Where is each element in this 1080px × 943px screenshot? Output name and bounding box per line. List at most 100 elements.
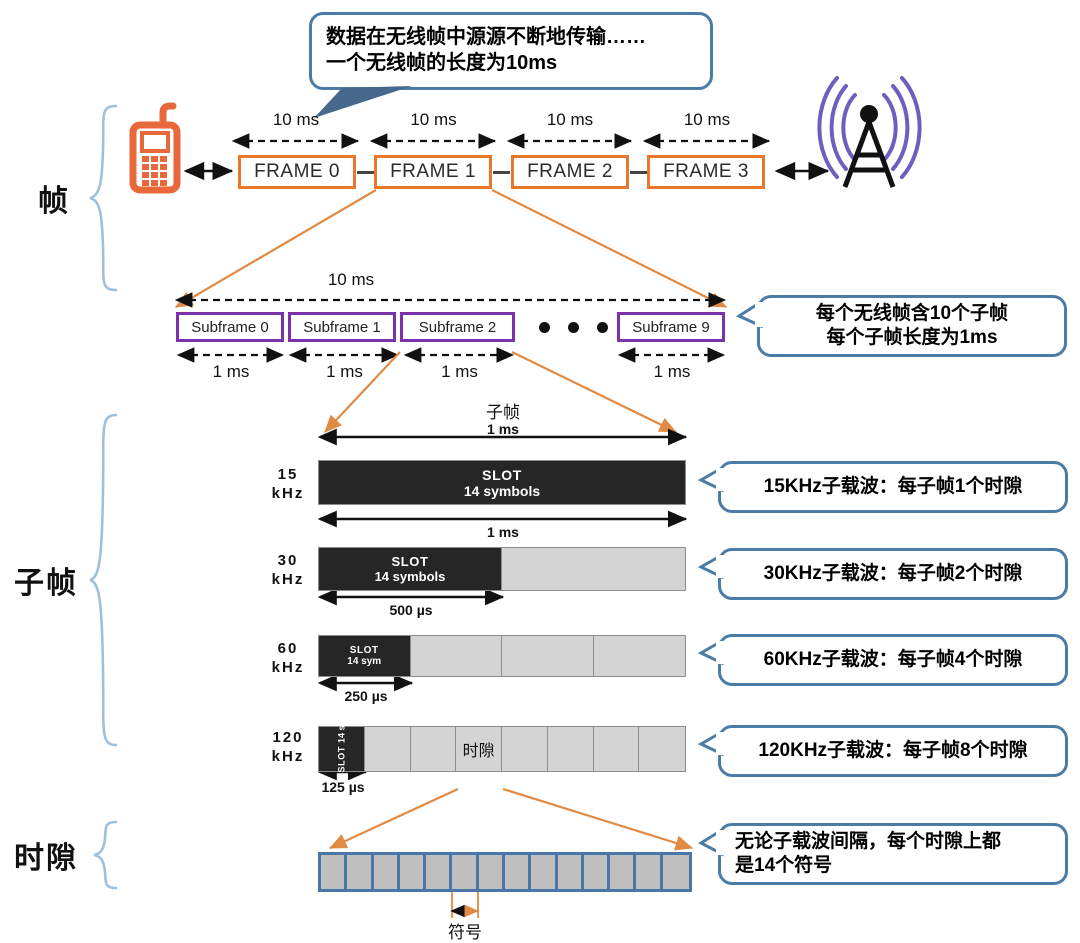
symbol-cell[interactable] [584, 855, 611, 889]
subframe-box-0[interactable]: Subframe 0 [176, 312, 284, 342]
subframe-box-9[interactable]: Subframe 9 [617, 312, 725, 342]
symbol-strip[interactable] [318, 852, 692, 892]
frame-link-0-1 [357, 171, 374, 174]
ellipsis-dot-3 [597, 322, 608, 333]
symbol-cell[interactable] [321, 855, 348, 889]
symbol-cell[interactable] [400, 855, 427, 889]
slot-cell-30khz-0[interactable]: SLOT 14 symbols [319, 548, 502, 590]
frame-box-3[interactable]: FRAME 3 [647, 155, 765, 189]
slot-cell-120khz-0[interactable]: SLOT 14 s [319, 725, 365, 772]
slot-cell-60khz-2[interactable] [502, 636, 594, 676]
slot-measure-30khz: 500 µs [389, 602, 433, 618]
symbol-cell[interactable] [558, 855, 584, 889]
frame-link-1-2 [493, 171, 510, 174]
scs-unit-120: kHz [271, 747, 305, 765]
symbol-label: 符号 [448, 923, 482, 942]
ellipsis-dot-1 [539, 322, 550, 333]
frame-duration-2: 10 ms [546, 110, 594, 129]
slot-row-120khz[interactable]: SLOT 14 s 时隙 [318, 726, 686, 772]
slot-highlight-label: 时隙 [462, 743, 495, 760]
symbol-cell[interactable] [479, 855, 505, 889]
frame-duration-1: 10 ms [410, 110, 457, 129]
subframe-duration-2: 1 ms [441, 362, 478, 381]
slot-cell-15khz-0[interactable]: SLOT 14 symbols [319, 461, 685, 504]
subframe-box-1[interactable]: Subframe 1 [288, 312, 396, 342]
slot-title-15: SLOT [482, 466, 522, 483]
slot-measure-120khz: 125 µs [321, 779, 365, 795]
callout-frame-line1: 数据在无线帧中源源不断地传输…… [326, 26, 646, 49]
callout-scs-30khz-text: 30KHz子载波：每子帧2个时隙 [763, 562, 1023, 584]
scs-value-60: 60 [277, 640, 299, 657]
callout-scs-60khz: 60KHz子载波：每子帧4个时隙 [718, 634, 1068, 686]
symbol-cell[interactable] [347, 855, 374, 889]
frame-duration-3: 10 ms [683, 110, 731, 129]
callout-symbol-description: 无论子载波间隔，每个时隙上都 是14个符号 [718, 823, 1068, 885]
callout-symbol-line1: 无论子载波间隔，每个时隙上都 [735, 830, 1002, 852]
symbol-cell[interactable] [374, 855, 400, 889]
subframe-section-duration: 1 ms [487, 421, 519, 437]
slot-cell-120khz-2[interactable] [411, 727, 457, 771]
symbol-cell[interactable] [452, 855, 479, 889]
slot-cell-120khz-4[interactable] [502, 727, 548, 771]
subframe-box-2[interactable]: Subframe 2 [400, 312, 515, 342]
slot-cell-60khz-0[interactable]: SLOT 14 sym [319, 636, 411, 676]
symbol-cell[interactable] [426, 855, 453, 889]
subframe-duration-1: 1 ms [326, 362, 363, 381]
slot-cell-120khz-3[interactable]: 时隙 [456, 727, 502, 771]
hierarchy-label-subframe: 子帧 [14, 567, 78, 600]
subframe-section-title: 子帧 [486, 403, 520, 422]
slot-cell-30khz-1[interactable] [502, 548, 685, 590]
slot-cell-60khz-1[interactable] [411, 636, 502, 676]
frame-box-2[interactable]: FRAME 2 [511, 155, 629, 189]
slot-measure-60khz: 250 µs [344, 688, 388, 704]
callout-subframe-line1: 每个无线帧含10个子帧 [815, 302, 1009, 324]
frame-box-0[interactable]: FRAME 0 [238, 155, 356, 189]
slot-cell-60khz-3[interactable] [594, 636, 686, 676]
slot-title-60: SLOT [349, 645, 379, 656]
symbol-cell[interactable] [505, 855, 532, 889]
slot-measure-15khz: 1 ms [487, 524, 519, 540]
scs-label-60khz: 60 kHz [262, 640, 314, 678]
symbol-cell[interactable] [636, 855, 663, 889]
callout-frame-line2: 一个无线帧的长度为10ms [326, 52, 558, 74]
slot-sub-30: 14 symbols [374, 569, 446, 584]
callout-scs-15khz-text: 15KHz子载波：每子帧1个时隙 [763, 475, 1023, 497]
callout-scs-30khz: 30KHz子载波：每子帧2个时隙 [718, 548, 1068, 600]
hierarchy-label-slot: 时隙 [14, 842, 78, 875]
scs-value-15: 15 [277, 466, 299, 483]
frame-duration-0: 10 ms [272, 110, 320, 129]
callout-scs-120khz-tail [698, 730, 725, 757]
hierarchy-label-frame: 帧 [38, 185, 70, 218]
slot-cell-120khz-7[interactable] [639, 727, 685, 771]
symbol-cell[interactable] [531, 855, 558, 889]
callout-frame-description: 数据在无线帧中源源不断地传输…… 一个无线帧的长度为10ms [309, 12, 713, 90]
callout-subframe-description: 每个无线帧含10个子帧 每个子帧长度为1ms [757, 295, 1067, 357]
slot-cell-120khz-5[interactable] [548, 727, 594, 771]
subframe-duration-9: 1 ms [653, 362, 691, 381]
slot-cell-120khz-6[interactable] [594, 727, 640, 771]
callout-scs-60khz-tail [698, 639, 725, 666]
scs-label-30khz: 30 kHz [262, 552, 314, 590]
callout-subframe-line2: 每个子帧长度为1ms [826, 327, 998, 348]
slot-cell-120khz-1[interactable] [365, 727, 411, 771]
scs-value-120: 120 [272, 729, 304, 746]
frame-link-2-3 [630, 171, 647, 174]
slot-sub-60: 14 sym [347, 656, 382, 667]
subframe-total-duration: 10 ms [327, 270, 375, 289]
mobile-phone-icon [129, 102, 181, 194]
slot-row-30khz[interactable]: SLOT 14 symbols [318, 547, 686, 591]
callout-scs-15khz-tail [698, 466, 725, 493]
ellipsis-dot-2 [568, 322, 579, 333]
scs-unit-15: kHz [271, 484, 305, 502]
slot-sub-120: 14 s [336, 725, 347, 744]
callout-subframe-tail [735, 300, 764, 329]
symbol-cell[interactable] [610, 855, 637, 889]
frame-box-1[interactable]: FRAME 1 [374, 155, 492, 189]
slot-row-60khz[interactable]: SLOT 14 sym [318, 635, 686, 677]
callout-frame-tail [314, 86, 412, 118]
scs-label-120khz: 120 kHz [258, 729, 318, 767]
symbol-cell[interactable] [663, 855, 689, 889]
slot-row-15khz[interactable]: SLOT 14 symbols [318, 460, 686, 505]
scs-label-15khz: 15 kHz [262, 466, 314, 504]
